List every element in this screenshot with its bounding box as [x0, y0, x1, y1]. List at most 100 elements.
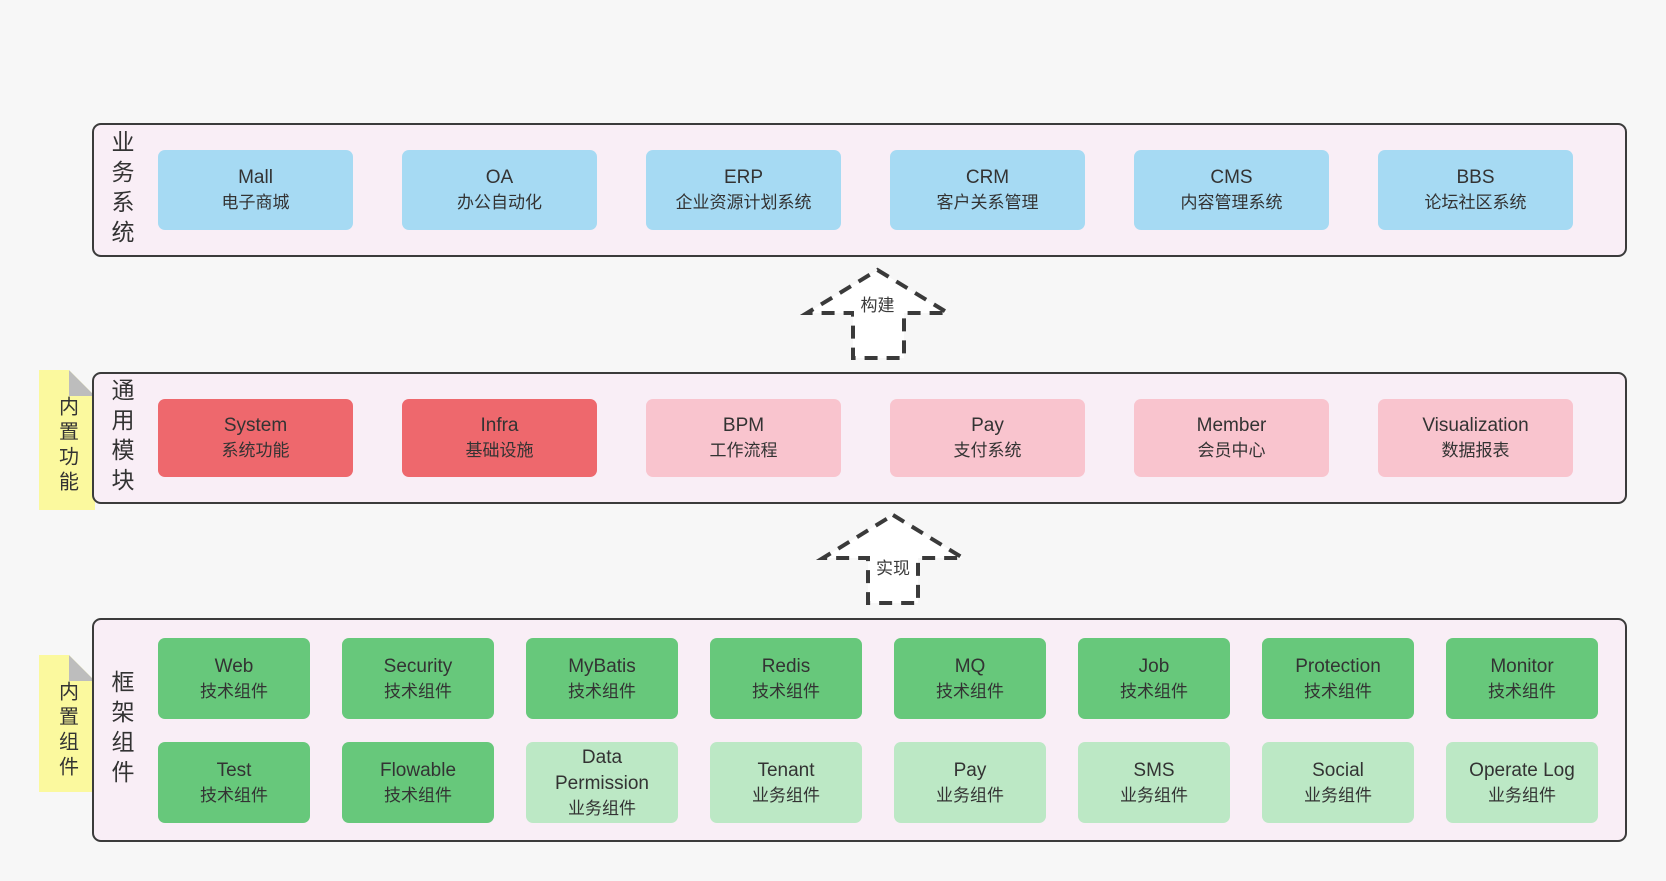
box-title: BPM: [722, 415, 765, 436]
box-mybatis: MyBatis 技术组件: [526, 638, 678, 719]
box-mq: MQ 技术组件: [894, 638, 1046, 719]
box-title: Infra: [480, 415, 519, 436]
box-subtitle: 企业资源计划系统: [675, 193, 812, 212]
modules-boxes-row: System 系统功能 Infra 基础设施 BPM 工作流程 Pay 支付系统…: [140, 374, 1625, 502]
box-title: SMS: [1133, 759, 1175, 781]
box-subtitle: 论坛社区系统: [1424, 193, 1527, 212]
box-title: Social: [1312, 759, 1364, 781]
box-subtitle: 技术组件: [384, 681, 452, 701]
box-subtitle: 客户关系管理: [936, 193, 1039, 212]
box-pay-system: Pay 支付系统: [890, 399, 1085, 477]
box-oa: OA 办公自动化: [402, 150, 597, 230]
arrow-label: 构建: [861, 296, 895, 315]
box-subtitle: 支付系统: [953, 441, 1022, 460]
box-bbs: BBS 论坛社区系统: [1378, 150, 1573, 230]
box-member: Member 会员中心: [1134, 399, 1329, 477]
panel-label-column: 业务系统: [94, 125, 140, 255]
box-social: Social 业务组件: [1262, 742, 1414, 823]
box-title: Tenant: [757, 759, 815, 781]
box-subtitle: 业务组件: [936, 785, 1004, 805]
box-title: Job: [1138, 655, 1170, 677]
box-title: Flowable: [379, 759, 457, 781]
panel-business-systems: 业务系统 Mall 电子商城 OA 办公自动化 ERP 企业资源计划系统 CRM…: [92, 123, 1627, 257]
box-subtitle: 技术组件: [752, 681, 820, 701]
box-title: Test: [216, 759, 252, 781]
arrow-label-background: [854, 291, 901, 318]
box-title: CMS: [1210, 167, 1253, 188]
box-title: Operate Log: [1469, 759, 1575, 781]
box-title: MyBatis: [568, 655, 636, 677]
framework-boxes-grid: Web 技术组件 Security 技术组件 MyBatis 技术组件 Redi…: [140, 620, 1625, 840]
box-subtitle: 内容管理系统: [1180, 193, 1283, 212]
box-subtitle: 基础设施: [465, 441, 534, 460]
box-subtitle: 技术组件: [1488, 681, 1556, 701]
arrow-implement: 实现: [815, 512, 971, 605]
box-subtitle: 会员中心: [1197, 441, 1266, 460]
panel-framework-components: 框架组件 Web 技术组件 Security 技术组件 MyBatis 技术组件…: [92, 618, 1627, 842]
box-cms: CMS 内容管理系统: [1134, 150, 1329, 230]
sticky-note-text: 内置组件: [55, 681, 78, 781]
box-title: OA: [485, 167, 514, 188]
box-title: Redis: [761, 655, 811, 677]
box-sms: SMS 业务组件: [1078, 742, 1230, 823]
box-title: MQ: [954, 655, 986, 677]
box-title: Protection: [1295, 655, 1381, 677]
box-title: System: [223, 415, 288, 436]
sticky-note-text: 内置功能: [55, 396, 78, 496]
box-subtitle: 业务组件: [1304, 785, 1372, 805]
panel-label: 业务系统: [108, 130, 134, 250]
panel-label-column: 通用模块: [94, 374, 140, 502]
box-subtitle: 业务组件: [1488, 785, 1556, 805]
arrow-label: 实现: [876, 559, 910, 578]
box-job: Job 技术组件: [1078, 638, 1230, 719]
box-subtitle: 技术组件: [200, 681, 268, 701]
box-subtitle: 技术组件: [1120, 681, 1188, 701]
box-title: BBS: [1456, 167, 1495, 188]
box-title: CRM: [965, 167, 1010, 188]
box-subtitle: 业务组件: [568, 798, 636, 818]
box-subtitle: 办公自动化: [457, 193, 542, 212]
box-mall: Mall 电子商城: [158, 150, 353, 230]
box-system: System 系统功能: [158, 399, 353, 477]
business-boxes-row: Mall 电子商城 OA 办公自动化 ERP 企业资源计划系统 CRM 客户关系…: [140, 125, 1625, 255]
sticky-note-builtin-components: 内置组件: [39, 655, 95, 792]
box-tenant: Tenant 业务组件: [710, 742, 862, 823]
box-title: Visualization: [1422, 415, 1529, 436]
box-title: Pay: [971, 415, 1004, 436]
box-erp: ERP 企业资源计划系统: [646, 150, 841, 230]
box-subtitle: 技术组件: [568, 681, 636, 701]
box-subtitle: 技术组件: [936, 681, 1004, 701]
box-flowable: Flowable 技术组件: [342, 742, 494, 823]
box-title: Data Permission: [555, 746, 649, 794]
box-title: Web: [214, 655, 254, 677]
box-crm: CRM 客户关系管理: [890, 150, 1085, 230]
panel-label: 通用模块: [108, 378, 134, 498]
box-test: Test 技术组件: [158, 742, 310, 823]
box-visualization: Visualization 数据报表: [1378, 399, 1573, 477]
box-infra: Infra 基础设施: [402, 399, 597, 477]
box-monitor: Monitor 技术组件: [1446, 638, 1598, 719]
box-subtitle: 电子商城: [221, 193, 290, 212]
box-subtitle: 数据报表: [1441, 441, 1510, 460]
arrow-label-background: [870, 554, 916, 581]
box-subtitle: 系统功能: [221, 441, 290, 460]
box-protection: Protection 技术组件: [1262, 638, 1414, 719]
box-operate-log: Operate Log 业务组件: [1446, 742, 1598, 823]
panel-common-modules: 通用模块 System 系统功能 Infra 基础设施 BPM 工作流程 Pay…: [92, 372, 1627, 504]
box-title: Member: [1196, 415, 1267, 436]
box-data-permission: Data Permission 业务组件: [526, 742, 678, 823]
sticky-note-builtin-features: 内置功能: [39, 370, 95, 510]
box-title: Pay: [953, 759, 987, 781]
arrow-build: 构建: [799, 267, 956, 360]
box-title: Mall: [238, 167, 273, 188]
box-subtitle: 工作流程: [709, 441, 778, 460]
box-redis: Redis 技术组件: [710, 638, 862, 719]
box-bpm: BPM 工作流程: [646, 399, 841, 477]
box-title: Monitor: [1490, 655, 1554, 677]
box-pay-component: Pay 业务组件: [894, 742, 1046, 823]
box-subtitle: 技术组件: [200, 785, 268, 805]
box-subtitle: 技术组件: [384, 785, 452, 805]
box-subtitle: 业务组件: [752, 785, 820, 805]
box-title: ERP: [723, 167, 764, 188]
